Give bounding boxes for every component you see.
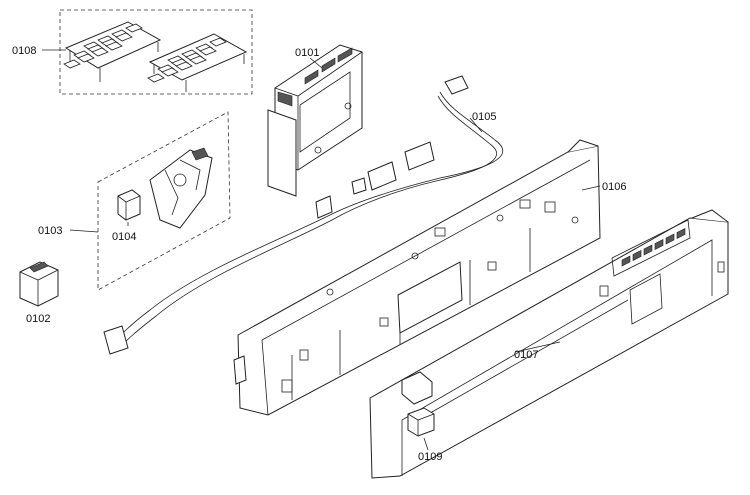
fascia-window	[676, 228, 686, 239]
fascia-window	[643, 244, 653, 256]
part-0105-wiring-harness: 0105	[103, 75, 503, 355]
keypad-key	[175, 61, 193, 71]
keypad-key	[189, 55, 207, 65]
label-0103: 0103	[38, 225, 62, 237]
label-0101: 0101	[295, 47, 319, 59]
connector-2	[367, 161, 397, 191]
keypad-mat-right	[147, 33, 248, 92]
leader-0106	[581, 185, 601, 191]
keypad-key	[63, 59, 81, 69]
keypad-key	[125, 23, 143, 33]
keypad-key	[115, 32, 133, 42]
panel-cutout	[397, 261, 463, 334]
connector-end	[103, 325, 129, 355]
part-0102-door-switch: 0102	[19, 261, 59, 325]
fascia-end-clip	[401, 371, 433, 405]
leader-0105	[469, 117, 483, 133]
label-0108: 0108	[12, 45, 36, 57]
connector-top	[444, 75, 469, 95]
connector-1	[404, 141, 435, 171]
part-0108-keypad-mats: 0108	[12, 9, 253, 95]
keypad-mat-left	[63, 21, 162, 82]
dashed-group-box-0108	[59, 9, 253, 95]
label-0109: 0109	[418, 451, 442, 463]
keypad-key	[147, 73, 165, 83]
part-0109-cap: 0109	[407, 407, 442, 463]
leader-0103	[69, 229, 99, 233]
fascia-window	[665, 233, 675, 245]
connector-3	[351, 177, 367, 195]
keypad-key	[209, 37, 227, 47]
keypad-key	[105, 41, 123, 51]
label-0105: 0105	[472, 111, 496, 123]
part-0104-relay: 0104	[112, 189, 141, 243]
label-0104: 0104	[112, 231, 136, 243]
leader-0101	[309, 57, 323, 69]
keypad-key	[199, 46, 217, 56]
connector-4	[315, 195, 333, 219]
dashed-group-box-0103	[97, 111, 231, 291]
part-0103-switch-assembly: 0103	[38, 111, 231, 291]
leader-0107	[514, 341, 561, 353]
keypad-key	[77, 53, 95, 63]
part-0107-front-fascia: 0107	[369, 209, 729, 479]
label-0107: 0107	[514, 349, 538, 361]
keypad-key	[161, 67, 179, 77]
fascia-window	[632, 250, 642, 261]
label-0102: 0102	[26, 313, 50, 325]
fascia-window	[654, 239, 664, 250]
part-0106-panel-frame: 0106	[233, 139, 626, 416]
part-0101-control-module: 0101	[267, 44, 363, 197]
fascia-window	[621, 255, 631, 267]
label-0106: 0106	[602, 181, 626, 193]
keypad-key	[91, 47, 109, 57]
